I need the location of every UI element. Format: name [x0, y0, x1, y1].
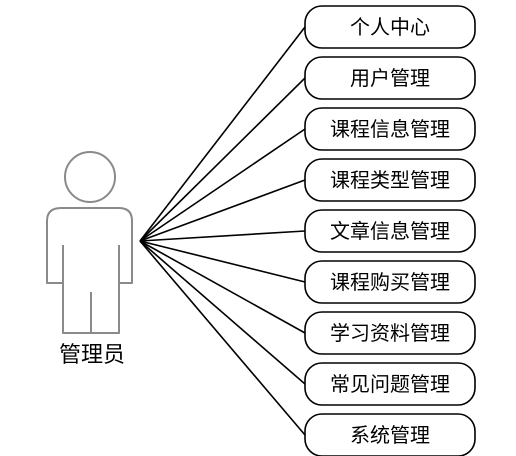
use-case-item: 课程购买管理 — [304, 260, 476, 304]
use-case-label: 课程信息管理 — [330, 117, 450, 141]
use-case-label: 课程购买管理 — [330, 270, 450, 294]
use-case-box — [304, 209, 476, 253]
use-case-label: 常见问题管理 — [330, 372, 450, 396]
use-case-item: 学习资料管理 — [304, 311, 476, 355]
actor-figure: 管理员 — [46, 151, 133, 368]
association-line — [139, 179, 306, 242]
use-case-item: 课程信息管理 — [304, 107, 476, 151]
actor-body — [46, 207, 133, 334]
use-case-box — [304, 311, 476, 355]
use-case-item: 用户管理 — [304, 56, 476, 100]
association-lines — [139, 26, 306, 436]
use-case-item: 个人中心 — [304, 5, 476, 49]
use-case-box — [304, 158, 476, 202]
use-case-box — [304, 413, 476, 456]
association-line — [139, 77, 306, 242]
use-case-box — [304, 5, 476, 49]
association-line — [139, 128, 306, 242]
use-case-label: 个人中心 — [350, 15, 430, 39]
use-case-box — [304, 260, 476, 304]
use-case-box — [304, 362, 476, 406]
association-line — [139, 26, 306, 242]
association-line — [139, 230, 306, 242]
use-case-item: 系统管理 — [304, 413, 476, 456]
use-case-box — [304, 56, 476, 100]
actor-head — [64, 151, 116, 203]
use-case-label: 用户管理 — [350, 66, 430, 90]
use-case-label: 学习资料管理 — [330, 321, 450, 345]
association-line — [139, 240, 306, 283]
use-case-item: 常见问题管理 — [304, 362, 476, 406]
use-case-label: 文章信息管理 — [330, 219, 450, 243]
actor-label: 管理员 — [59, 343, 125, 368]
use-case-item: 文章信息管理 — [304, 209, 476, 253]
use-case-item: 课程类型管理 — [304, 158, 476, 202]
use-case-label: 系统管理 — [350, 423, 430, 447]
use-case-list: 个人中心用户管理课程信息管理课程类型管理文章信息管理课程购买管理学习资料管理常见… — [304, 5, 476, 456]
use-case-label: 课程类型管理 — [330, 168, 450, 192]
use-case-box — [304, 107, 476, 151]
association-line — [139, 240, 306, 436]
association-line — [139, 240, 306, 334]
association-line — [139, 240, 306, 385]
